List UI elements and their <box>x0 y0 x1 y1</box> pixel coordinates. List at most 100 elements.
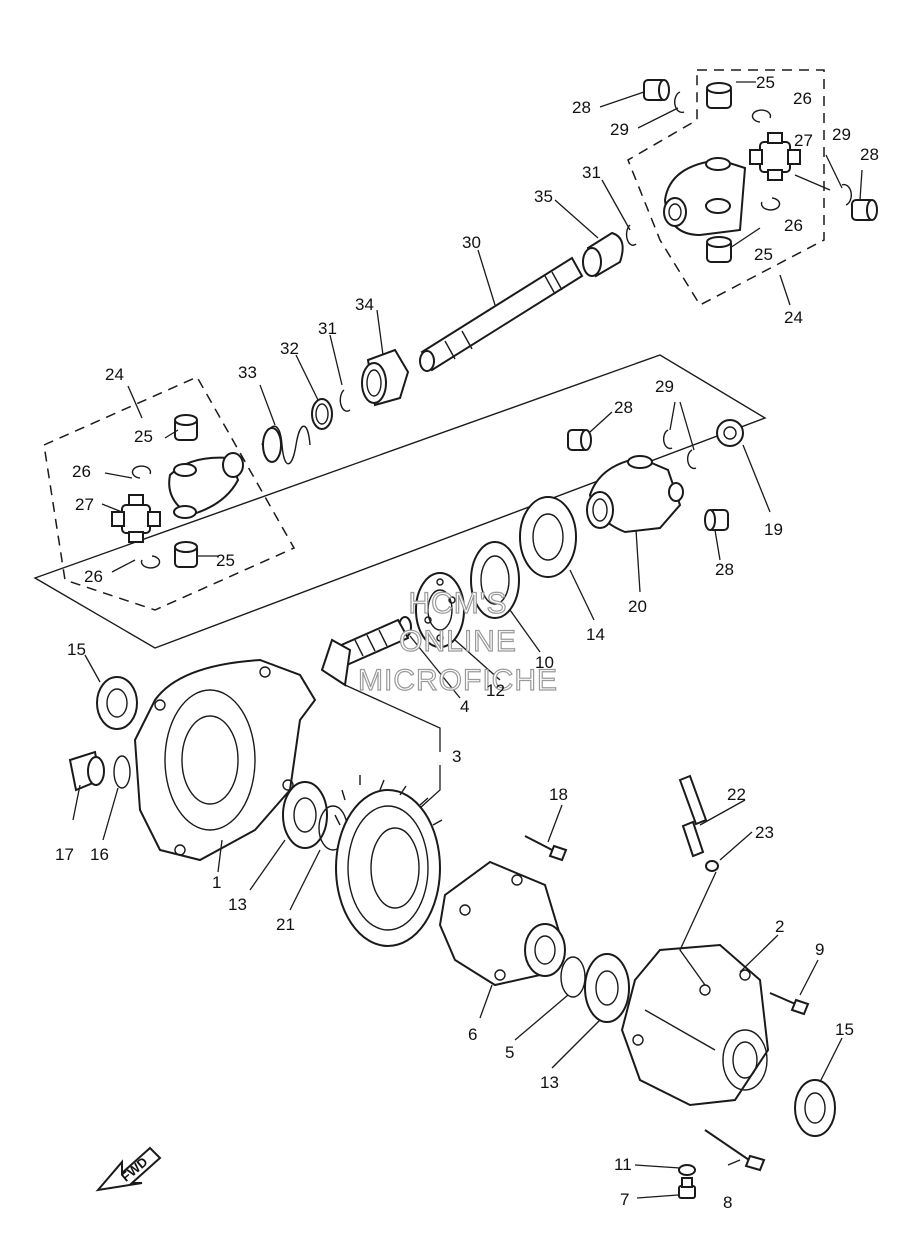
group-24-box-right <box>627 69 825 306</box>
watermark-line-1: HCM'S <box>408 587 507 620</box>
circlip-26-lower-left <box>140 555 161 569</box>
callout-label: 13 <box>228 895 247 914</box>
callout-label: 27 <box>794 131 813 150</box>
callout-label: 19 <box>764 520 783 539</box>
group-outline-big <box>33 354 767 649</box>
circlip-29-right <box>841 183 852 206</box>
bearing-13-left <box>282 781 328 849</box>
callout-label: 15 <box>67 640 86 659</box>
callout-label: 25 <box>216 551 235 570</box>
callout-labels: 1 2 3 4 5 6 7 8 9 10 11 12 13 13 14 15 1… <box>55 73 879 1212</box>
bearing-28-coupling-bottom <box>704 509 729 531</box>
callout-label: 33 <box>238 363 257 382</box>
flange-nut-17 <box>68 750 105 792</box>
callout-label: 21 <box>276 915 295 934</box>
callout-label: 12 <box>486 681 505 700</box>
callout-label: 25 <box>134 427 153 446</box>
callout-label: 28 <box>860 145 879 164</box>
circlip-29-coupling-a <box>662 429 673 450</box>
group-24-box-left <box>43 376 296 611</box>
washer-32 <box>311 398 333 430</box>
bolt-8 <box>704 1129 766 1172</box>
callout-label: 20 <box>628 597 647 616</box>
callout-label: 27 <box>75 495 94 514</box>
bearing-12 <box>415 572 465 648</box>
callout-label: 35 <box>534 187 553 206</box>
callout-label: 31 <box>582 163 601 182</box>
callout-label: 24 <box>105 365 124 384</box>
callout-label: 7 <box>620 1190 629 1209</box>
callout-label: 29 <box>610 120 629 139</box>
drain-plug-7 <box>678 1177 696 1199</box>
callout-label: 26 <box>84 567 103 586</box>
callout-label: 24 <box>784 308 803 327</box>
callout-label: 5 <box>505 1043 514 1062</box>
o-ring-16 <box>113 755 131 789</box>
circlip-26-upper-right <box>751 109 772 123</box>
circlip-26-lower-right <box>760 197 781 211</box>
boot-34 <box>361 348 410 407</box>
spider-27-right <box>749 132 801 181</box>
collar-10 <box>470 541 520 619</box>
callout-label: 32 <box>280 339 299 358</box>
pinion-gear-3 <box>320 618 410 687</box>
callout-label: 13 <box>540 1073 559 1092</box>
callout-label: 26 <box>793 89 812 108</box>
callout-label: 23 <box>755 823 774 842</box>
leader-lines <box>72 81 863 1199</box>
coupling-20 <box>586 455 684 534</box>
bearing-cup-25-bottom-right <box>706 236 732 263</box>
callout-label: 3 <box>452 747 461 766</box>
bearing-13-right <box>584 953 630 1023</box>
callout-label: 14 <box>586 625 605 644</box>
callout-label: 22 <box>727 785 746 804</box>
callout-label: 15 <box>835 1020 854 1039</box>
fwd-arrow-icon: FWD <box>95 1146 162 1192</box>
callout-label: 28 <box>614 398 633 417</box>
bearing-28-top <box>643 79 670 101</box>
yoke-left <box>168 452 244 519</box>
o-ring-5 <box>560 956 586 998</box>
callout-label: 1 <box>212 873 221 892</box>
circlip-29-top <box>674 91 685 114</box>
callout-label: 16 <box>90 845 109 864</box>
callout-label: 29 <box>832 125 851 144</box>
circlip-31-upper <box>625 224 637 246</box>
bolt-9 <box>769 992 810 1016</box>
pin-23 <box>705 860 719 872</box>
bearing-cup-25-top-left <box>174 414 198 441</box>
pin-22 <box>678 774 708 858</box>
callout-label: 30 <box>462 233 481 252</box>
bolt-18 <box>524 835 568 862</box>
oil-seal-15-left <box>96 676 138 730</box>
callout-label: 25 <box>756 73 775 92</box>
circlip-31-lower <box>339 389 351 412</box>
drive-shaft-30 <box>419 256 584 372</box>
callout-label: 28 <box>572 98 591 117</box>
callout-label: 18 <box>549 785 568 804</box>
callout-label: 10 <box>535 653 554 672</box>
callout-label: 31 <box>318 319 337 338</box>
callout-label: 17 <box>55 845 74 864</box>
callout-label: 9 <box>815 940 824 959</box>
damper-35 <box>582 231 624 278</box>
housing-1 <box>133 658 317 862</box>
oil-seal-15-right <box>794 1079 836 1137</box>
callout-label: 34 <box>355 295 374 314</box>
callout-label: 26 <box>784 216 803 235</box>
callout-label: 4 <box>460 697 469 716</box>
callout-label: 2 <box>775 917 784 936</box>
oil-seal-14 <box>519 496 577 578</box>
spider-27-left <box>111 494 161 543</box>
washer-11 <box>678 1164 696 1176</box>
callout-label: 8 <box>723 1193 732 1212</box>
callout-label: 28 <box>715 560 734 579</box>
bearing-28-right <box>851 199 878 221</box>
differential-6 <box>438 860 566 987</box>
ring-gear-3 <box>334 775 443 947</box>
callout-label: 26 <box>72 462 91 481</box>
housing-2 <box>620 943 770 1107</box>
circlip-26-upper-left <box>131 465 152 479</box>
callout-label: 11 <box>614 1155 632 1174</box>
